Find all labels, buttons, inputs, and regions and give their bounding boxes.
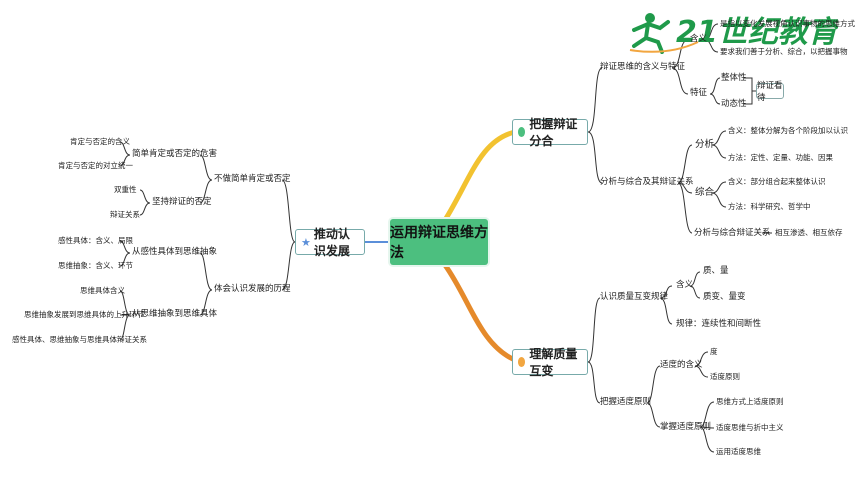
node-degree-label: 适度的含义 xyxy=(660,360,703,370)
branch-title: 理解质量互变 xyxy=(529,347,578,378)
bullet-icon xyxy=(518,127,526,137)
branch-left: ★ 推动认识发展 xyxy=(295,227,365,258)
star-icon: ★ xyxy=(301,235,311,249)
node-abstract-1: 思维具体含义 xyxy=(80,286,125,295)
node-negation-1: 双重性 xyxy=(114,185,137,194)
branch-curve-top xyxy=(442,129,516,222)
node-analysis-label: 分析 xyxy=(695,139,715,150)
node-meaning-label: 含义 xyxy=(690,34,708,44)
node-dialectic-meaning-features: 辩证思维的含义与特征 xyxy=(600,62,686,72)
node-no-simple-judgement: 不做简单肯定或否定 xyxy=(214,174,291,184)
node-analysis-synthesis: 分析与综合及其辩证关系 xyxy=(600,177,694,187)
node-meaning-2: 要求我们善于分析、综合，以把握事物 xyxy=(720,47,848,56)
logo: 21世纪教育 xyxy=(628,6,843,58)
node-perceptual-to-abstract: 从感性具体到思维抽象 xyxy=(132,247,218,257)
node-synthesis-meaning: 含义：部分组合起来整体认识 xyxy=(728,177,826,186)
node-analysis-method: 方法：定性、定量、功能、因果 xyxy=(728,153,833,162)
node-qq-rule: 规律：连续性和间断性 xyxy=(676,319,762,329)
node-perceptual-1: 感性具体：含义、局限 xyxy=(58,236,133,245)
node-synthesis-method: 方法：科学研究、哲学中 xyxy=(728,202,811,211)
node-analysis-meaning: 含义：整体分解为各个阶段加以认识 xyxy=(728,126,848,135)
node-harm-label: 简单肯定或否定的危害 xyxy=(132,149,218,159)
node-harm-1: 肯定与否定的含义 xyxy=(70,137,130,146)
node-abstract-3: 感性具体、思维抽象与思维具体辩证关系 xyxy=(12,335,147,344)
node-negation-2: 辩证关系 xyxy=(110,210,140,219)
node-dialectic-negation: 坚持辩证的否定 xyxy=(152,197,212,207)
node-feature-dynamic: 动态性 xyxy=(721,99,747,109)
node-qq-meaning-2: 质变、量变 xyxy=(703,292,746,302)
node-synthesis-label: 综合 xyxy=(695,187,715,198)
branch-bottom-right: 理解质量互变 xyxy=(512,347,588,378)
node-master-3: 运用适度思维 xyxy=(716,447,761,456)
node-relation-label: 分析与综合辩证关系 xyxy=(694,228,771,238)
branch-top-right: 把握辩证分合 xyxy=(512,117,588,148)
node-master-1: 思维方式上适度原则 xyxy=(716,397,784,406)
node-degree-2: 适度原则 xyxy=(710,372,740,381)
node-abstract-2: 思维抽象发展到思维具体的上升环节 xyxy=(24,310,144,319)
bullet-icon xyxy=(518,357,526,367)
central-topic-label: 运用辩证思维方法 xyxy=(390,225,488,261)
node-qq-meaning-1: 质、量 xyxy=(703,266,729,276)
branch-curve-bottom xyxy=(442,263,517,363)
logo-head-icon xyxy=(645,13,655,23)
node-perceptual-2: 思维抽象：含义、环节 xyxy=(58,261,133,270)
node-qq-meaning-label: 含义 xyxy=(676,280,694,290)
node-dialectic-view-label: 辩证看待 xyxy=(757,81,783,103)
node-master-2: 适度思维与折中主义 xyxy=(716,423,784,432)
node-features-label: 特征 xyxy=(690,88,708,98)
node-meaning-1: 是指以变化发展视角认识事物的思维方式 xyxy=(720,19,855,28)
branch-title: 把握辩证分合 xyxy=(529,117,578,148)
node-feature-wholeness: 整体性 xyxy=(721,73,747,83)
node-degree-1: 度 xyxy=(710,347,718,356)
central-topic: 运用辩证思维方法 xyxy=(390,219,488,265)
node-cognition-process: 体会认识发展的历程 xyxy=(214,284,291,294)
node-master-label: 掌握适度原则 xyxy=(660,422,712,432)
node-moderation-principle: 把握适度原则 xyxy=(600,397,652,407)
branch-title: 推动认识发展 xyxy=(313,227,350,258)
node-harm-2: 肯定与否定的对立统一 xyxy=(58,161,133,170)
node-relation-value: 相互渗透、相互依存 xyxy=(775,228,843,237)
node-quality-quantity-law: 认识质量互变规律 xyxy=(600,292,669,302)
logo-text: 21世纪教育 xyxy=(676,15,838,50)
node-abstract-to-concrete: 从思维抽象到思维具体 xyxy=(132,309,218,319)
node-dialectic-view-box: 辩证看待 xyxy=(756,81,784,103)
